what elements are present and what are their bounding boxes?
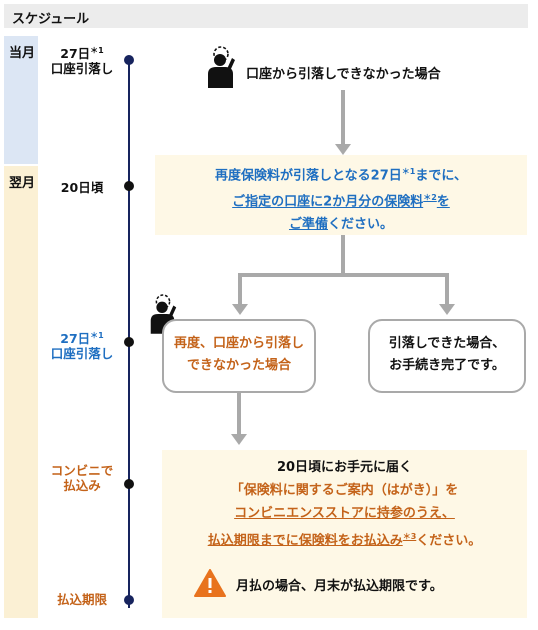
arrow-shaft-1 (341, 90, 345, 145)
this-month-band: 当月 (4, 36, 38, 164)
timeline-dot-1 (124, 55, 134, 65)
branch-stem (341, 235, 345, 275)
final-box: 20日頃にお手元に届く 「保険料に関するご案内（はがき）」を コンビニエンススト… (162, 450, 527, 618)
timeline-line (128, 58, 130, 608)
arrow-head-final (231, 434, 247, 445)
this-month-label: 当月 (9, 46, 36, 61)
step2-box: 再度保険料が引落しとなる27日＊1までに、 ご指定の口座に2か月分の保険料＊2を… (155, 155, 527, 235)
branch-success-box: 引落しできた場合、 お手続き完了です。 (368, 319, 526, 393)
warning-text: 月払の場合、月末が払込期限です。 (236, 579, 443, 594)
branch-right-shaft (445, 273, 449, 305)
timeline-label-4: コンビニで 払込み (50, 463, 114, 493)
timeline-dot-5 (124, 595, 134, 605)
next-month-band: 翌月 (4, 166, 38, 618)
timeline-dot-3 (124, 337, 134, 347)
timeline-label-3: 27日＊1 口座引落し (50, 331, 114, 362)
timeline-dot-2 (124, 181, 134, 191)
branch-bar (238, 273, 449, 277)
branch-right-head (439, 304, 455, 315)
timeline-dot-4 (124, 479, 134, 489)
branch-fail-box: 再度、口座から引落し できなかった場合 (162, 319, 316, 393)
timeline-label-2: 20日頃 (60, 180, 104, 195)
next-month-label: 翌月 (9, 176, 36, 191)
timeline-label-1: 27日＊1 口座引落し (50, 46, 114, 77)
timeline-label-5: 払込期限 (56, 592, 107, 607)
warning-icon (194, 569, 226, 597)
branch-left-head (232, 304, 248, 315)
confused-person-icon (203, 44, 239, 88)
arrow-shaft-final (237, 393, 241, 435)
branch-left-shaft (238, 273, 242, 305)
step1-text: 口座から引落しできなかった場合 (246, 67, 441, 82)
schedule-title: スケジュール (12, 12, 90, 27)
schedule-header: スケジュール (4, 4, 528, 28)
arrow-head-1 (335, 144, 351, 155)
